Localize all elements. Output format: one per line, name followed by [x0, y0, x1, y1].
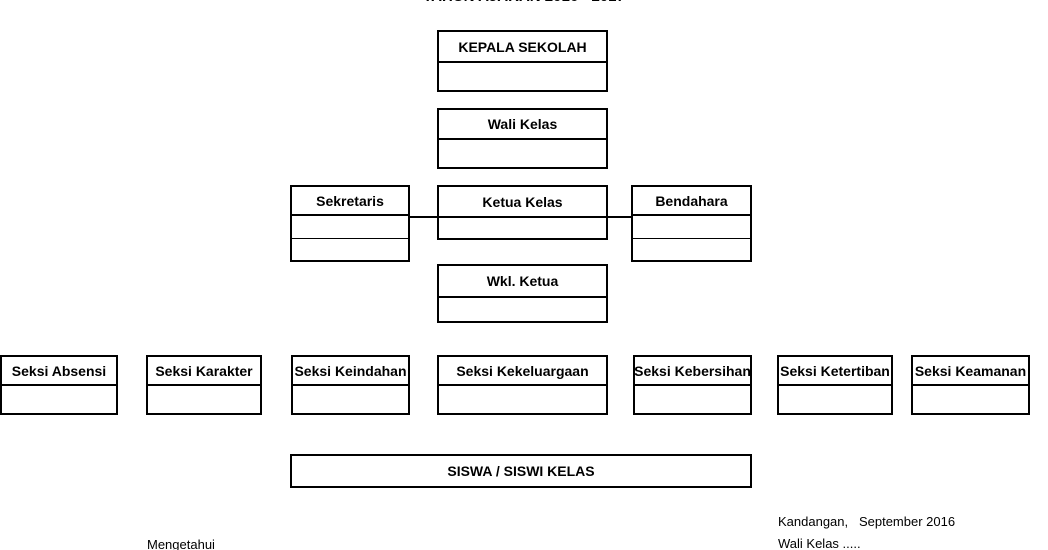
- box-siswa-siswi: SISWA / SISWI KELAS: [290, 454, 752, 488]
- box-seksi-kekeluargaan-empty-row: [439, 386, 606, 413]
- box-seksi-keamanan-label: Seksi Keamanan: [913, 357, 1028, 386]
- box-wkl-ketua-label: Wkl. Ketua: [439, 266, 606, 298]
- footer-signer-text: Wali Kelas .....: [778, 536, 861, 550]
- box-seksi-kebersihan: Seksi Kebersihan: [633, 355, 752, 415]
- box-kepala-sekolah-label: KEPALA SEKOLAH: [439, 32, 606, 63]
- box-seksi-ketertiban: Seksi Ketertiban: [777, 355, 893, 415]
- box-seksi-keamanan-empty-row: [913, 386, 1028, 413]
- box-seksi-absensi-empty-row: [2, 386, 116, 413]
- box-seksi-karakter: Seksi Karakter: [146, 355, 262, 415]
- box-seksi-kebersihan-empty-row: [635, 386, 750, 413]
- box-seksi-ketertiban-empty-row: [779, 386, 891, 413]
- box-bendahara: Bendahara: [631, 185, 752, 262]
- footer-place-date-text: Kandangan, September 2016: [778, 514, 956, 529]
- box-siswa-siswi-label: SISWA / SISWI KELAS: [447, 463, 595, 479]
- box-seksi-keamanan: Seksi Keamanan: [911, 355, 1030, 415]
- box-ketua-kelas-label: Ketua Kelas: [439, 187, 606, 218]
- box-wali-kelas-label: Wali Kelas: [439, 110, 606, 140]
- box-wali-kelas-empty-row: [439, 140, 606, 167]
- box-seksi-kekeluargaan-label: Seksi Kekeluargaan: [439, 357, 606, 386]
- connector-ketua-bendahara: [606, 216, 633, 218]
- box-sekretaris-label: Sekretaris: [292, 187, 408, 216]
- box-seksi-kekeluargaan: Seksi Kekeluargaan: [437, 355, 608, 415]
- box-wkl-ketua-empty-row: [439, 298, 606, 321]
- box-seksi-absensi: Seksi Absensi: [0, 355, 118, 415]
- box-bendahara-label: Bendahara: [633, 187, 750, 216]
- box-wkl-ketua: Wkl. Ketua: [437, 264, 608, 323]
- box-sekretaris: Sekretaris: [290, 185, 410, 262]
- box-seksi-absensi-label: Seksi Absensi: [2, 357, 116, 386]
- box-kepala-sekolah-empty-row: [439, 63, 606, 90]
- box-ketua-kelas: Ketua Kelas: [437, 185, 608, 240]
- page-title-clipped: TAHUN AJARAN 2016 - 2017: [0, 0, 1048, 5]
- box-sekretaris-empty-row: [292, 216, 408, 239]
- box-wali-kelas: Wali Kelas: [437, 108, 608, 169]
- connector-sekretaris-ketua: [408, 216, 438, 218]
- box-seksi-keindahan-label: Seksi Keindahan: [293, 357, 408, 386]
- box-seksi-karakter-empty-row: [148, 386, 260, 413]
- box-seksi-ketertiban-label: Seksi Ketertiban: [779, 357, 891, 386]
- box-sekretaris-empty-row-2: [292, 239, 408, 261]
- box-bendahara-empty-row: [633, 216, 750, 239]
- box-seksi-kebersihan-label: Seksi Kebersihan: [634, 357, 751, 386]
- box-seksi-karakter-label: Seksi Karakter: [148, 357, 260, 386]
- footer-mengetahui-text: Mengetahui: [147, 537, 215, 550]
- box-seksi-keindahan: Seksi Keindahan: [291, 355, 410, 415]
- box-seksi-keindahan-empty-row: [293, 386, 408, 413]
- box-kepala-sekolah: KEPALA SEKOLAH: [437, 30, 608, 92]
- box-bendahara-empty-row-2: [633, 239, 750, 261]
- box-ketua-kelas-empty-row: [439, 218, 606, 238]
